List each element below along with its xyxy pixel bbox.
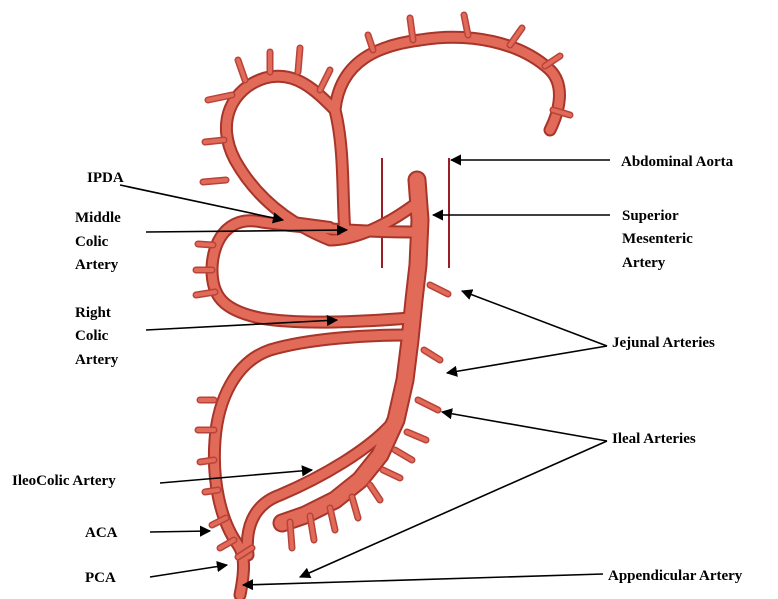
label-right-colic-3: Artery: [75, 352, 119, 368]
label-aca: ACA: [85, 525, 118, 541]
label-abdominal-aorta: Abdominal Aorta: [621, 154, 734, 170]
label-ipda: IPDA: [87, 170, 124, 186]
vessel-tree: [196, 15, 570, 595]
label-middle-colic-2: Colic: [75, 234, 109, 250]
jejunal-pointer-lower: [447, 346, 607, 373]
ileocolic-pointer: [160, 470, 312, 483]
label-appendicular: Appendicular Artery: [608, 568, 743, 584]
ileal-pointer-upper: [442, 412, 607, 441]
label-sma-3: Artery: [622, 255, 666, 271]
appendicular-pointer: [243, 574, 603, 585]
label-ileocolic: IleoColic Artery: [12, 473, 116, 489]
pca-pointer: [150, 565, 227, 577]
label-right-colic-1: Right: [75, 305, 111, 321]
label-sma-1: Superior: [622, 208, 679, 224]
jejunal-pointer-upper: [462, 291, 607, 346]
label-right-colic-2: Colic: [75, 328, 109, 344]
label-jejunal: Jejunal Arteries: [612, 335, 715, 351]
label-middle-colic-3: Artery: [75, 257, 119, 273]
label-pca: PCA: [85, 570, 116, 586]
label-middle-colic-1: Middle: [75, 210, 121, 226]
label-sma-2: Mesenteric: [622, 231, 693, 247]
pointer-lines: [120, 160, 610, 585]
aca-pointer: [150, 531, 210, 532]
label-ileal: Ileal Arteries: [612, 431, 696, 447]
labels: IPDA Middle Colic Artery Right Colic Art…: [12, 154, 743, 586]
